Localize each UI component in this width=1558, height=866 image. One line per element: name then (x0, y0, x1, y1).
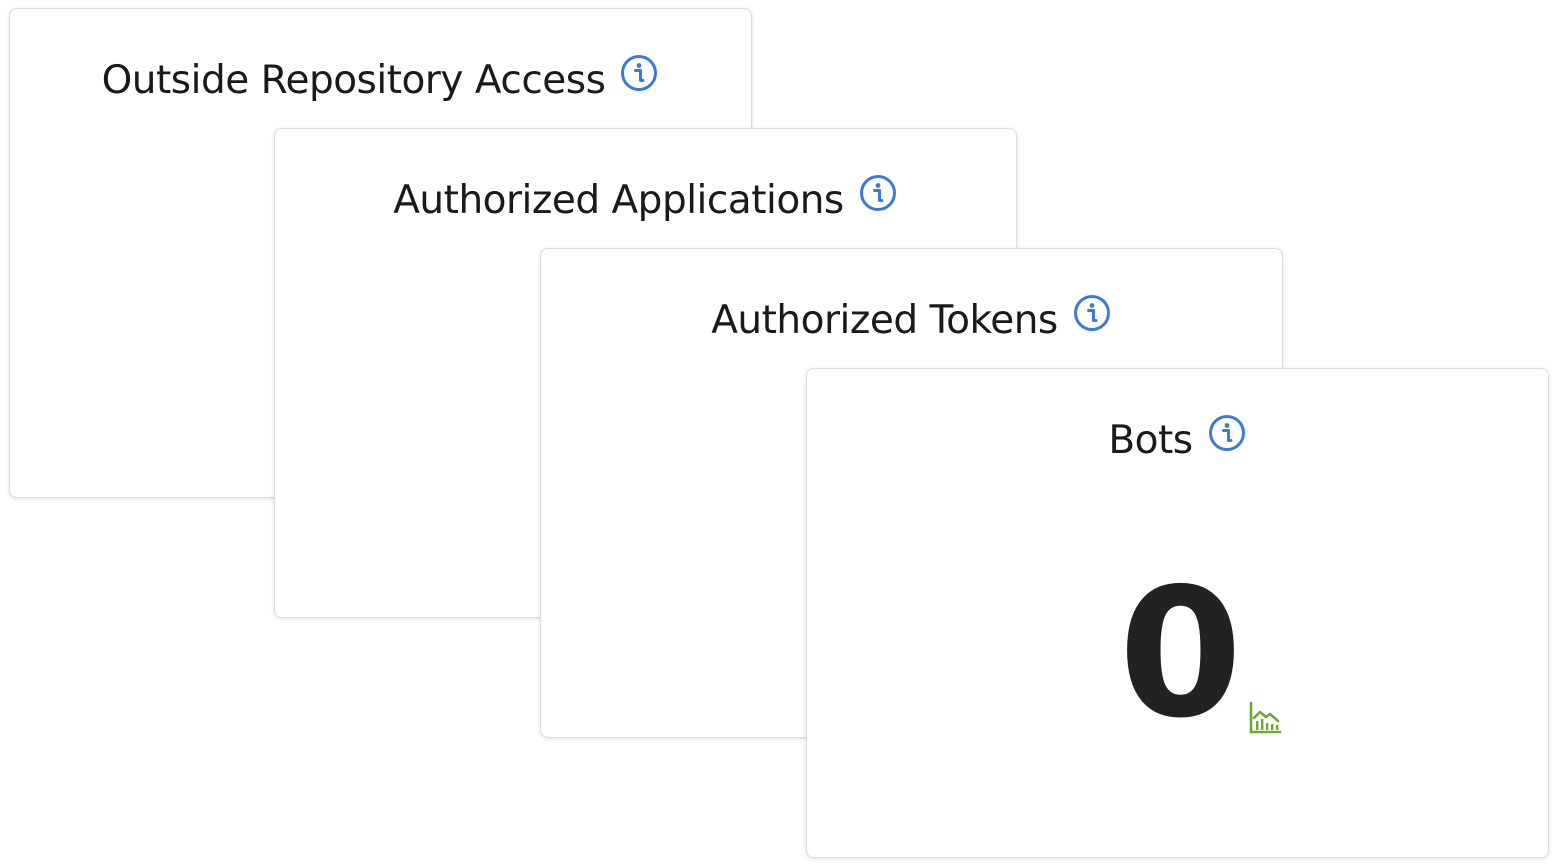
card-title: Authorized Applications (393, 178, 844, 223)
card-title: Bots (1108, 418, 1193, 463)
info-icon[interactable] (1072, 293, 1112, 333)
info-icon[interactable] (858, 173, 898, 213)
info-icon[interactable] (619, 53, 659, 93)
card-header: Bots (807, 413, 1548, 469)
info-icon[interactable] (1207, 413, 1247, 453)
card-title: Outside Repository Access (101, 58, 606, 103)
card-header: Outside Repository Access (10, 53, 751, 109)
card-header: Authorized Applications (275, 173, 1016, 229)
bots-metric: 0 (807, 550, 1548, 757)
card-header: Authorized Tokens (541, 293, 1282, 349)
bots-card: Bots 0 (806, 368, 1549, 858)
bots-count: 0 (1118, 550, 1243, 757)
card-title: Authorized Tokens (711, 298, 1058, 343)
trend-chart-icon[interactable] (1248, 701, 1282, 735)
